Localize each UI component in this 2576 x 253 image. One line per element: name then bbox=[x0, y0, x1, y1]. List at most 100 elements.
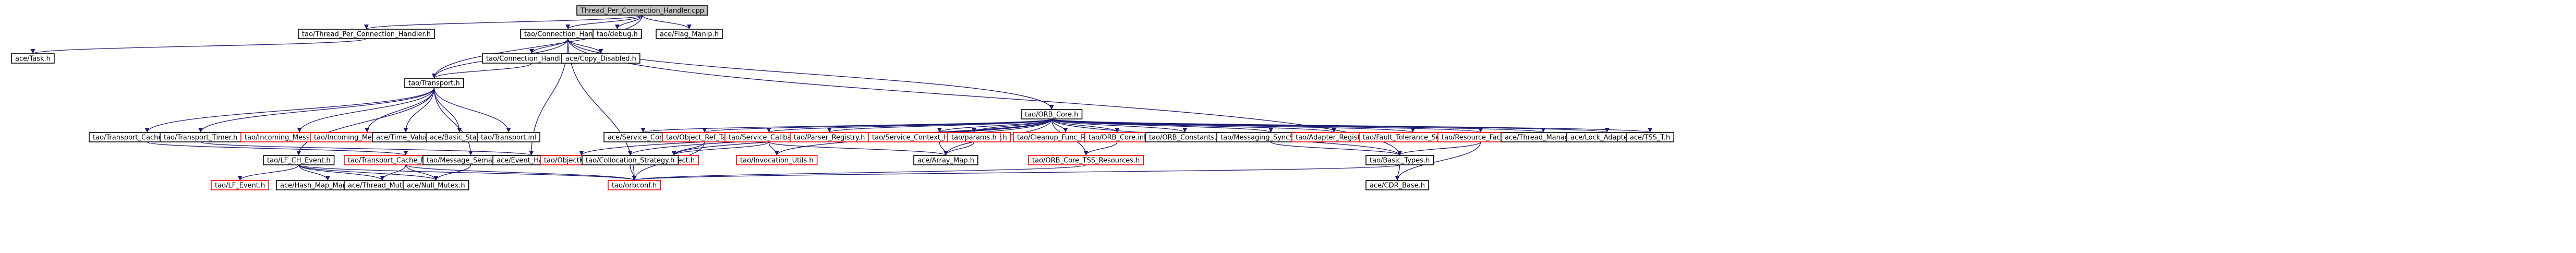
node-label: tao/Service_Callbacks.h bbox=[729, 134, 809, 142]
node-box bbox=[561, 53, 640, 64]
node-label: ace/Array_Map.h bbox=[917, 157, 974, 165]
edge-msgsem-h-to-nullmutex-h bbox=[433, 164, 471, 181]
node-label: tao/Transport.h bbox=[408, 80, 460, 88]
edge-tpch-h-to-task-h bbox=[30, 38, 367, 54]
edge-transport-h-to-ims-h bbox=[365, 87, 435, 133]
node-box bbox=[404, 78, 464, 88]
graph-node-orb-core-h[interactable]: tao/ORB_Core.h bbox=[1021, 109, 1083, 119]
graph-node-root[interactable]: Thread_Per_Connection_Handler.cpp bbox=[576, 5, 708, 16]
node-label: tao/Transport.inl bbox=[481, 134, 536, 142]
edge-basictypes-h-to-orbconf-h bbox=[632, 164, 1400, 181]
edge-transport-h-to-lfch-h bbox=[296, 87, 435, 156]
edge-transport-h-to-msgsem-h bbox=[433, 87, 473, 156]
edge-svccb-h-to-object-h bbox=[671, 141, 769, 156]
graph-node-debug-h[interactable]: tao/debug.h bbox=[592, 29, 642, 39]
edge-lfch-h-to-lfevent-h bbox=[237, 164, 299, 181]
node-label: tao/Object_Ref_Table.h bbox=[666, 134, 743, 142]
node-layer: Thread_Per_Connection_Handler.cpp tao/Thr… bbox=[11, 5, 1675, 190]
node-label: tao/orbconf.h bbox=[612, 182, 657, 190]
node-box bbox=[403, 180, 469, 190]
node-box bbox=[298, 29, 435, 39]
graph-node-basic-stats-h[interactable]: ace/Basic_Stats.h bbox=[426, 132, 493, 142]
node-label: tao/ORB_Core_TSS_Resources.h bbox=[1032, 157, 1140, 165]
node-box bbox=[576, 5, 708, 16]
edge-timer-h-to-evh-h bbox=[200, 141, 534, 156]
node-box bbox=[477, 132, 540, 142]
graph-node-transport-h[interactable]: tao/Transport.h bbox=[404, 78, 464, 88]
node-box bbox=[913, 155, 978, 165]
graph-node-collocation-h[interactable]: tao/Collocation_Strategy.h bbox=[582, 155, 679, 165]
graph-node-cdrbase-h[interactable]: ace/CDR_Base.h bbox=[1365, 180, 1429, 190]
edge-svccb-h-to-invocation-h bbox=[768, 141, 779, 156]
node-label: tao/debug.h bbox=[597, 31, 638, 39]
node-label: Thread_Per_Connection_Handler.cpp bbox=[580, 7, 704, 15]
node-box bbox=[1626, 132, 1675, 142]
node-label: tao/Resource_Factory.h bbox=[1442, 134, 1520, 142]
graph-node-params-h[interactable]: tao/params.h bbox=[947, 132, 1001, 142]
edge-lfch-h-to-nullmutex-h bbox=[298, 164, 439, 181]
edge-conn-h-to-orb-core-h bbox=[567, 38, 1054, 110]
edge-transport-h-to-imq-h bbox=[297, 87, 435, 133]
graph-node-orbcore-tss-h[interactable]: tao/ORB_Core_TSS_Resources.h bbox=[1028, 155, 1144, 165]
graph-node-nullmutex-h[interactable]: ace/Null_Mutex.h bbox=[403, 180, 469, 190]
edge-params-h-to-arraymap-h bbox=[943, 141, 975, 156]
edge-orbcore-inl-to-orbcore-tss-h bbox=[1083, 141, 1118, 156]
graph-node-tpch-h[interactable]: tao/Thread_Per_Connection_Handler.h bbox=[298, 29, 435, 39]
node-label: tao/Basic_Types.h bbox=[1370, 157, 1430, 165]
graph-node-tss-h[interactable]: ace/TSS_T.h bbox=[1626, 132, 1675, 142]
node-label: ace/Basic_Stats.h bbox=[430, 134, 489, 142]
node-label: tao/Transport_Timer.h bbox=[164, 134, 237, 142]
node-label: tao/ORB_Constants.h bbox=[1149, 134, 1221, 142]
graph-node-orbcore-inl[interactable]: tao/ORB_Core.inl bbox=[1084, 132, 1150, 142]
node-box bbox=[11, 53, 55, 64]
graph-node-parser-h[interactable]: tao/Parser_Registry.h bbox=[790, 132, 869, 142]
edge-orb-core-h-to-parser-h bbox=[827, 118, 1052, 133]
graph-node-timer-h[interactable]: tao/Transport_Timer.h bbox=[160, 132, 242, 142]
node-label: ace/Copy_Disabled.h bbox=[565, 55, 636, 63]
node-box bbox=[947, 132, 1001, 142]
edge-transport-h-to-basic-stats-h bbox=[433, 87, 462, 133]
graph-node-conn-h[interactable]: tao/Connection_Handler.h bbox=[520, 29, 616, 39]
node-label: ace/Thread_Mutex.h bbox=[348, 182, 417, 190]
edge-transport-h-to-timer-h bbox=[198, 87, 435, 133]
node-box bbox=[1028, 155, 1144, 165]
edge-root-to-tpch-h bbox=[364, 15, 643, 30]
edge-objref-h-to-object-h bbox=[671, 141, 705, 156]
graph-node-invocation-h[interactable]: tao/Invocation_Utils.h bbox=[736, 155, 818, 165]
graph-node-basictypes-h[interactable]: tao/Basic_Types.h bbox=[1365, 155, 1434, 165]
graph-node-orbconst-h[interactable]: tao/ORB_Constants.h bbox=[1145, 132, 1225, 142]
node-label: tao/Adapter_Registry.h bbox=[1296, 134, 1372, 142]
node-label: tao/ORB_Core.h bbox=[1025, 111, 1079, 119]
graph-node-lfch-h[interactable]: tao/LF_CH_Event.h bbox=[263, 155, 335, 165]
node-label: ace/Service_Config.h bbox=[608, 134, 679, 142]
edge-lfch-h-to-orbconf-h bbox=[298, 164, 637, 181]
edge-orb-core-h-to-msgsync-h bbox=[1051, 118, 1273, 133]
graph-node-orbconf-h[interactable]: tao/orbconf.h bbox=[608, 180, 661, 190]
node-label: tao/Connection_Handler.h bbox=[524, 31, 612, 39]
graph-node-lfevent-h[interactable]: tao/LF_Event.h bbox=[211, 180, 270, 190]
node-label: ace/Null_Mutex.h bbox=[407, 182, 465, 190]
graph-node-copy-h[interactable]: ace/Copy_Disabled.h bbox=[561, 53, 640, 64]
graph-node-adapter-h[interactable]: tao/Adapter_Registry.h bbox=[1291, 132, 1377, 142]
node-box bbox=[211, 180, 270, 190]
graph-node-arraymap-h[interactable]: ace/Array_Map.h bbox=[913, 155, 978, 165]
graph-node-timeval-h[interactable]: ace/Time_Value.h bbox=[372, 132, 440, 142]
node-label: tao/Parser_Registry.h bbox=[794, 134, 865, 142]
node-box bbox=[263, 155, 335, 165]
node-label: tao/ORB_Core.inl bbox=[1089, 134, 1146, 142]
node-label: tao/params.h bbox=[951, 134, 997, 142]
edge-resfact-h-to-cdrbase-h bbox=[1395, 141, 1481, 181]
node-box bbox=[1365, 180, 1429, 190]
graph-node-flag-h[interactable]: ace/Flag_Manip.h bbox=[656, 29, 723, 39]
edge-orb-core-h-to-tss-h bbox=[1051, 118, 1652, 133]
node-box bbox=[1365, 155, 1434, 165]
node-label: ace/CDR_Base.h bbox=[1370, 182, 1425, 190]
graph-node-thrmutex-h[interactable]: ace/Thread_Mutex.h bbox=[344, 180, 421, 190]
graph-node-task-h[interactable]: ace/Task.h bbox=[11, 53, 55, 64]
node-label: ace/Lock_Adapter_T.h bbox=[1570, 134, 1643, 142]
edge-orb-core-h-to-thrmgr-h bbox=[1051, 118, 1545, 133]
graph-node-thrmgr-h[interactable]: ace/Thread_Manager.h bbox=[1501, 132, 1586, 142]
edge-orbcore-tss-h-to-orbconf-h bbox=[632, 164, 1086, 181]
graph-node-transport-inl[interactable]: tao/Transport.inl bbox=[477, 132, 540, 142]
